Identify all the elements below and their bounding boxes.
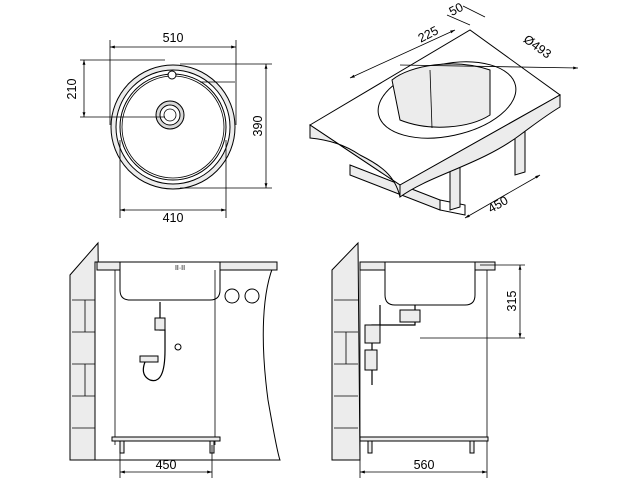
dim-side-width: 560 [414,458,435,472]
dim-front-width: 450 [156,458,177,472]
countertop-side-edge [399,94,561,198]
outlet-right [244,288,260,304]
dim-iso-diameter: Ø493 [521,32,554,61]
dim-iso-ext: 50 [447,0,466,19]
outlet-left [224,288,240,304]
dim-line-iso-depth [464,174,541,219]
side-leg-left [367,440,373,454]
tap-mark: II·II [175,265,185,272]
dim-iso-depth: 450 [485,193,510,216]
front-leg-left [119,440,125,454]
side-leg-right [469,440,475,454]
isometric-cutout-view: 225 50 Ø493 450 [309,0,579,219]
tap-hole [167,70,177,80]
dim-line-iso-diameter [399,64,579,70]
siphon-trap [142,302,166,382]
dim-side-height: 315 [505,291,519,312]
wall-section-left [69,241,101,461]
dim-top-depth: 390 [251,116,265,137]
dim-inner-width: 410 [163,211,184,225]
sink-bowl-front [119,261,221,301]
front-elevation-view: II·II 450 [69,241,281,478]
drain-inner [159,104,181,126]
dim-drain-offset: 210 [65,79,79,100]
top-view: 510 210 390 410 [65,31,272,225]
dim-line-iso-offset [349,29,456,79]
dim-iso-offset: 225 [416,23,441,45]
dim-top-width: 510 [163,31,184,45]
side-elevation-view: 315 560 [331,241,525,478]
countertop-front-edge [309,124,401,198]
sink-bowl-side [384,261,476,306]
